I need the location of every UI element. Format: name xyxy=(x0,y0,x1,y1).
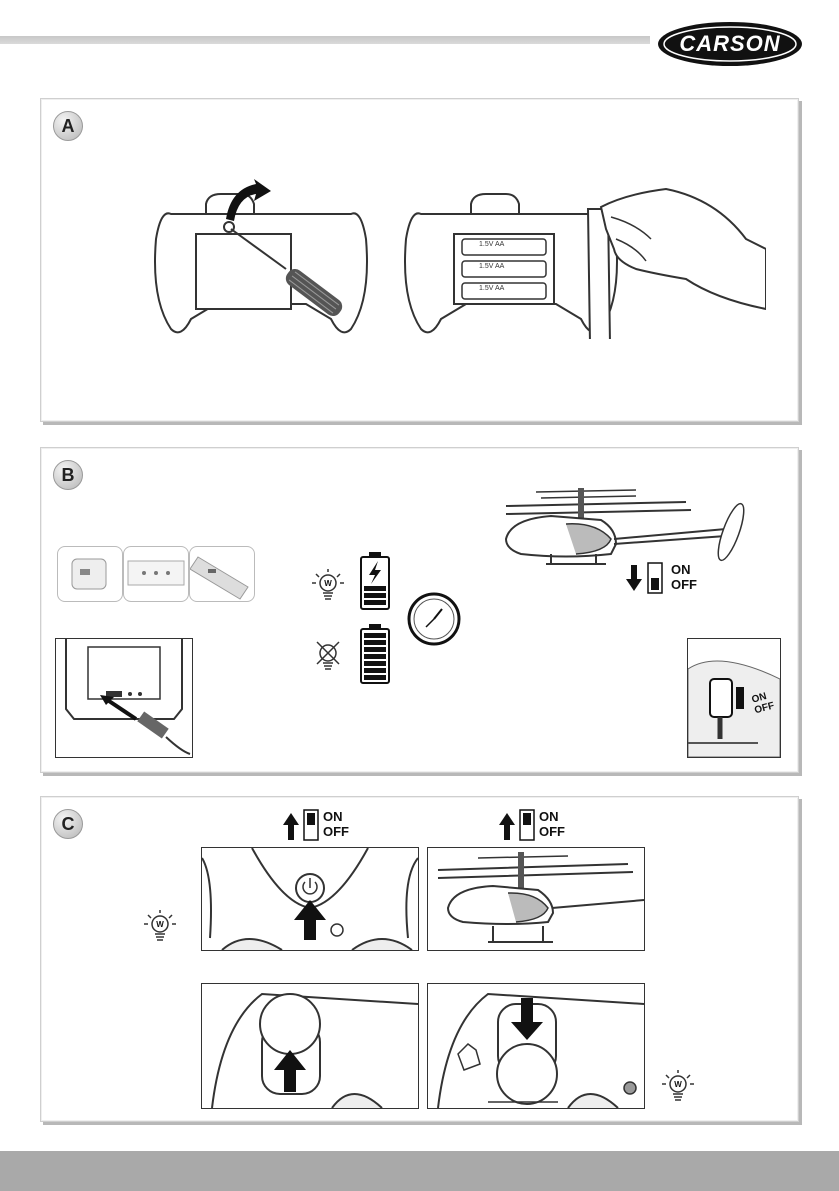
battery-full-icon xyxy=(359,623,391,685)
switch-label-helicopter: ON OFF xyxy=(539,809,565,839)
battery-charging-icon xyxy=(359,551,391,611)
section-b-badge: B xyxy=(53,460,83,490)
section-c-badge: C xyxy=(53,809,83,839)
power-switch-on-icon-controller xyxy=(303,809,319,841)
power-bank-photo xyxy=(189,546,255,602)
battery-label-2: 1.5V AA xyxy=(479,263,504,270)
svg-text:W: W xyxy=(324,579,332,588)
clock-icon xyxy=(406,591,462,647)
switch-label-controller: ON OFF xyxy=(323,809,349,839)
switch-up-arrow-helicopter xyxy=(499,813,515,841)
controller-power-button-closeup xyxy=(201,847,419,951)
footer-bar xyxy=(0,1151,839,1191)
helicopter-power-on-closeup xyxy=(427,847,645,951)
svg-text:W: W xyxy=(674,1080,682,1089)
throttle-stick-up-closeup xyxy=(201,983,419,1109)
light-on-icon-throttle: W xyxy=(661,1069,695,1103)
carson-logo: CARSON xyxy=(656,20,804,68)
on-label-controller: ON xyxy=(323,809,349,824)
switch-label-b: ON OFF xyxy=(671,562,697,592)
on-label-helicopter: ON xyxy=(539,809,565,824)
light-on-icon-controller: W xyxy=(143,909,177,943)
switch-up-arrow-controller xyxy=(283,813,299,841)
section-a-panel: A 1.5V AA 1.5V AA 1.5V AA xyxy=(40,98,799,422)
section-b-panel: B W xyxy=(40,447,799,773)
section-a-badge: A xyxy=(53,111,83,141)
battery-label-3: 1.5V AA xyxy=(479,285,504,292)
computer-usb-port-photo xyxy=(123,546,189,602)
light-on-icon: W xyxy=(311,568,345,602)
throttle-stick-down-closeup xyxy=(427,983,645,1109)
on-label: ON xyxy=(671,562,697,577)
switch-down-arrow xyxy=(626,565,642,593)
battery-label-1: 1.5V AA xyxy=(479,241,504,248)
usb-power-adapter-photo xyxy=(57,546,123,602)
section-c-panel: C ON OFF ON OFF W xyxy=(40,796,799,1122)
power-switch-off-icon xyxy=(647,562,663,594)
power-switch-on-icon-helicopter xyxy=(519,809,535,841)
controller-batteries-illustration xyxy=(396,179,766,339)
off-label: OFF xyxy=(671,577,697,592)
usb-plug-in-illustration xyxy=(55,638,193,758)
off-label-helicopter: OFF xyxy=(539,824,565,839)
header-rule xyxy=(0,36,650,44)
controller-screwdriver-illustration xyxy=(146,179,376,339)
light-off-icon xyxy=(311,638,345,672)
svg-text:W: W xyxy=(156,920,164,929)
off-label-controller: OFF xyxy=(323,824,349,839)
logo-wordmark: CARSON xyxy=(656,20,804,68)
